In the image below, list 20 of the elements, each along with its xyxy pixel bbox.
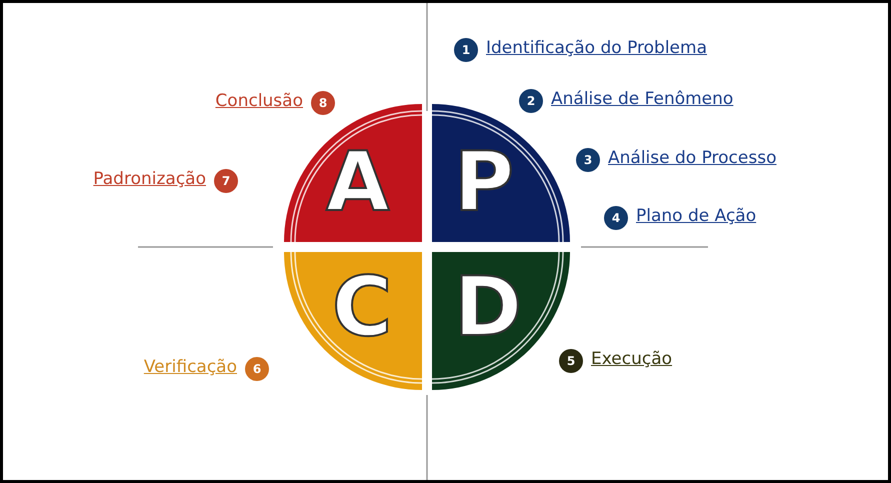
quadrant-letter: A xyxy=(326,142,390,224)
step-label: Análise do Processo xyxy=(608,148,776,168)
step-label: Conclusão xyxy=(215,91,303,112)
step-number-badge: 7 xyxy=(214,169,238,193)
step-number-badge: 3 xyxy=(576,148,600,172)
step-label: Plano de Ação xyxy=(636,206,756,226)
step-number-badge: 6 xyxy=(245,357,269,381)
step-label: Verificação xyxy=(144,357,237,378)
step-number-badge: 5 xyxy=(559,349,583,373)
step-number-badge: 8 xyxy=(311,91,335,115)
step-number-badge: 4 xyxy=(604,206,628,230)
quadrant-letter: P xyxy=(454,142,514,224)
step-label: Execução xyxy=(591,349,672,370)
step-number-badge: 2 xyxy=(519,89,543,113)
step-label: Análise de Fenômeno xyxy=(551,89,734,110)
quadrant-letter: C xyxy=(332,267,392,349)
step-label: Identificação do Problema xyxy=(486,38,707,58)
step-label: Padronização xyxy=(93,169,206,190)
step-number-badge: 1 xyxy=(454,38,478,62)
quadrant-letter: D xyxy=(454,267,522,349)
